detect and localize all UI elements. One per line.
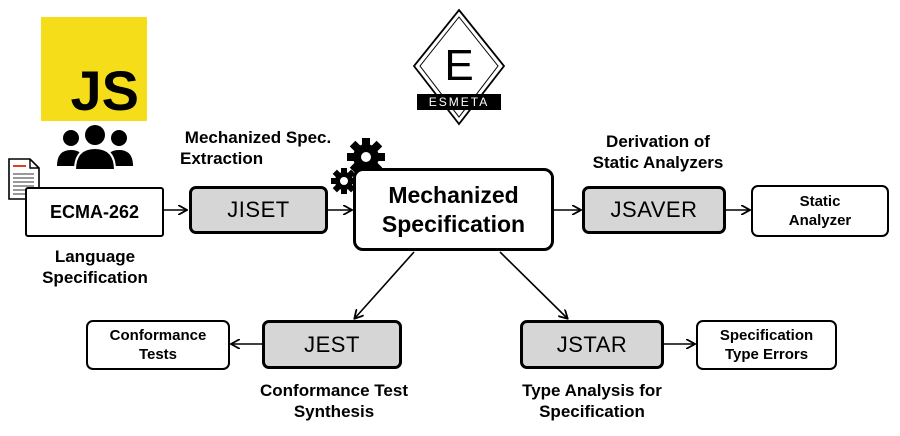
jstar-label: JSTAR <box>556 331 628 357</box>
mech-line2: Specification <box>381 210 526 237</box>
jiset-box: JISET <box>189 186 328 234</box>
mech-line1: Mechanized <box>388 181 519 208</box>
conf-line2: Tests <box>138 346 178 363</box>
esmeta-logo: E ESMETA <box>411 8 507 128</box>
jiset-label: JISET <box>227 197 290 222</box>
jest-label: JEST <box>304 331 360 357</box>
caption-mechanized-spec-extraction: Mechanized Spec. Extraction <box>158 127 358 169</box>
mechanized-specification-box: Mechanized Specification <box>353 168 554 251</box>
ecma-262-box: ECMA-262 <box>25 187 164 237</box>
caption-derivation-of-static-analyzers: Derivation of Static Analyzers <box>572 131 744 173</box>
synth-line2: Synthesis <box>293 402 375 421</box>
js-logo: JS <box>41 17 147 121</box>
esmeta-text: ESMETA <box>428 95 490 109</box>
deriv-line2: Static Analyzers <box>592 153 724 172</box>
ecma-262-label: ECMA-262 <box>49 201 140 222</box>
synth-line1: Conformance Test <box>260 381 408 400</box>
ste-line1: Specification <box>719 327 814 344</box>
arrow-mech-to-jest <box>355 251 415 318</box>
users-icon <box>57 125 133 171</box>
ta-line1: Type Analysis for <box>522 381 662 400</box>
jest-box: JEST <box>262 320 402 369</box>
lang-line2: Specification <box>42 268 148 287</box>
static-line2: Analyzer <box>788 212 852 229</box>
arrow-mech-to-jstar <box>499 251 567 318</box>
conf-line1: Conformance <box>109 327 207 344</box>
jstar-box: JSTAR <box>520 320 664 369</box>
specification-type-errors-box: Specification Type Errors <box>696 320 837 370</box>
ta-line2: Specification <box>539 402 645 421</box>
extract-line2: Extraction <box>180 149 264 168</box>
ste-line2: Type Errors <box>724 346 809 363</box>
esmeta-letter: E <box>444 41 474 90</box>
lang-line1: Language <box>54 247 136 266</box>
extract-line1: Mechanized Spec. <box>184 128 332 147</box>
caption-type-analysis-for-specification: Type Analysis for Specification <box>490 380 694 422</box>
static-line1: Static <box>799 193 841 210</box>
static-analyzer-box: Static Analyzer <box>751 185 889 237</box>
conformance-tests-box: Conformance Tests <box>86 320 230 370</box>
caption-conformance-test-synthesis: Conformance Test Synthesis <box>232 380 436 422</box>
jsaver-label: JSAVER <box>610 197 698 222</box>
js-logo-text: JS <box>70 59 140 122</box>
caption-language-specification: Language Specification <box>20 246 170 288</box>
deriv-line1: Derivation of <box>606 132 710 151</box>
jsaver-box: JSAVER <box>582 186 726 234</box>
